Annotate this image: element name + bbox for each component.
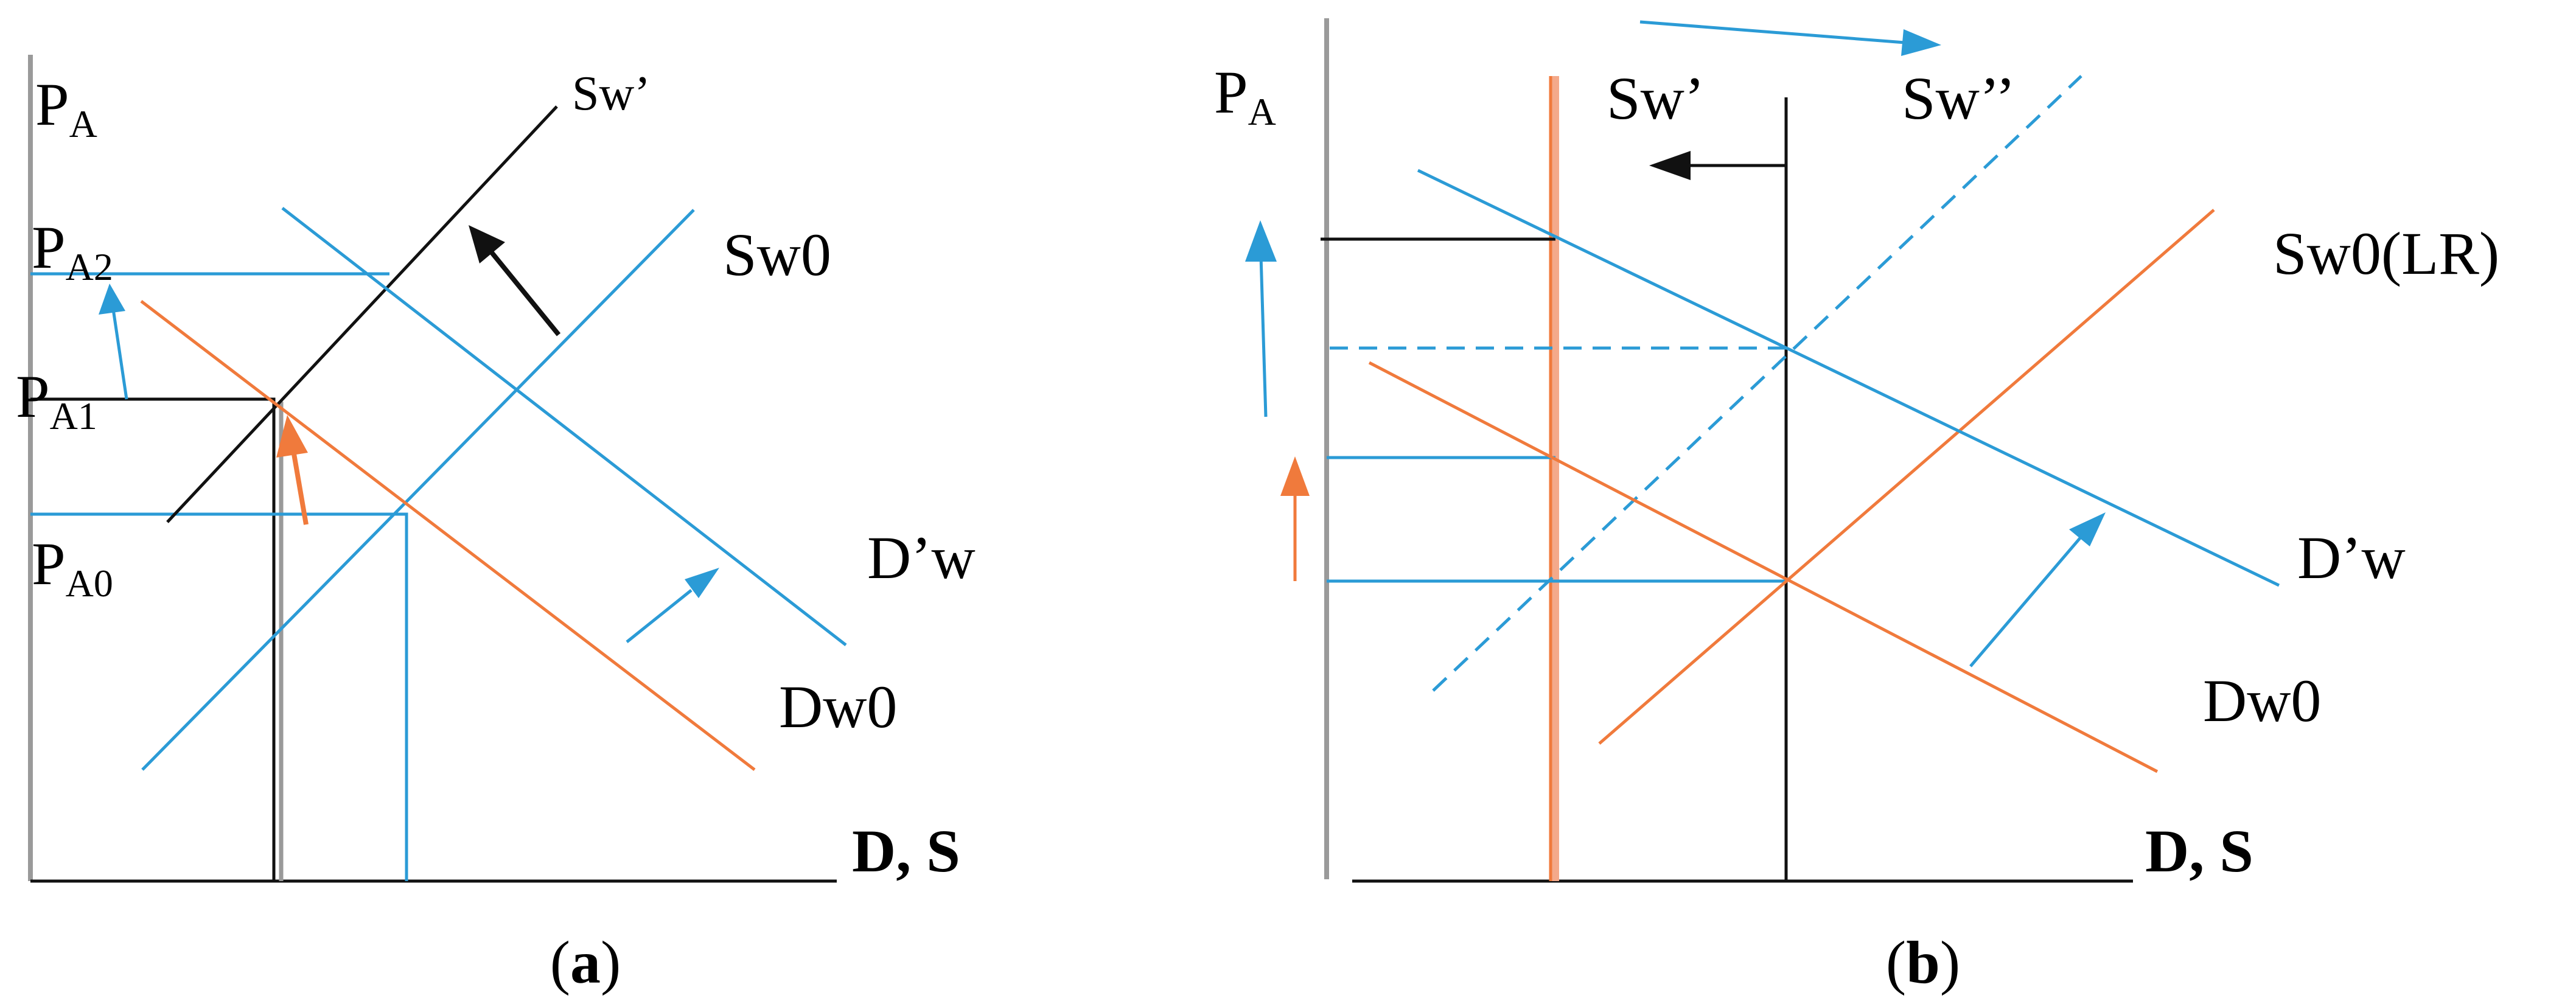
panel-b-sw0-lr-label: Sw0(LR) [2273, 220, 2499, 287]
panel-b-x-axis-label: D, S [2145, 817, 2253, 885]
panel-a-dw0-label: Dw0 [779, 673, 897, 741]
panel-a-pa1-label: PA1 [16, 363, 97, 438]
panel-a-sw-prime-label: Sw’ [572, 67, 651, 120]
panel-b-top-shift-arrow [1639, 20, 1941, 56]
panel-b-sw-double-prime-curve [1432, 75, 2082, 692]
panel-b-sw-prime-label: Sw’ [1607, 64, 1705, 132]
panel-b-sw0-lr-curve [1598, 209, 2215, 745]
panel-a-pa0-label: PA0 [32, 530, 113, 605]
panel-a-pa0-guide [30, 512, 408, 881]
panel-a-sw0-curve [141, 209, 695, 771]
panel-a-blue-shift-arrow [626, 568, 719, 643]
panel-a-pa1-to-pa2-arrow [99, 284, 128, 400]
panel-b-dw0-label: Dw0 [2203, 667, 2321, 734]
panel-b-blue-up-arrow [1245, 220, 1277, 417]
panel-b-caption: (b) [1886, 929, 1960, 996]
panel-a-orange-up-arrow [276, 415, 309, 525]
panel-b-d-prime-w-curve [1417, 169, 2280, 587]
panel-a-caption: (a) [550, 929, 621, 996]
panel-a-dw0-curve [140, 300, 756, 771]
panel-a: PA PA2 PA1 PA0 Sw’ Sw0 D’w Dw0 D, S (a) [16, 55, 976, 996]
panel-b-black-left-arrow [1649, 151, 1786, 180]
panel-b-blue-shift-arrow [1969, 512, 2106, 668]
panel-a-d-prime-w-curve [281, 207, 847, 646]
panel-a-pa2-label: PA2 [32, 214, 113, 288]
panel-a-x-axis-label: D, S [852, 817, 960, 885]
panel-b: PA Sw’ Sw’’ Sw0(LR) D’w Dw0 D, S (b) [1214, 18, 2499, 996]
panel-a-sw-prime-curve [166, 105, 558, 523]
panel-b-sw-double-prime-label: Sw’’ [1902, 64, 2016, 132]
panel-b-orange-up-arrow [1280, 456, 1310, 581]
panel-a-y-axis-label: PA [35, 71, 97, 145]
panel-a-sw0-label: Sw0 [723, 221, 831, 288]
panel-a-pa1-guide [30, 397, 276, 881]
panel-a-black-shift-arrow [469, 225, 561, 336]
panel-b-d-prime-w-label: D’w [2297, 524, 2406, 591]
panel-b-dw0-curve [1368, 361, 2159, 773]
panel-a-d-prime-w-label: D’w [867, 524, 976, 591]
panel-b-y-axis-label: PA [1214, 58, 1276, 133]
